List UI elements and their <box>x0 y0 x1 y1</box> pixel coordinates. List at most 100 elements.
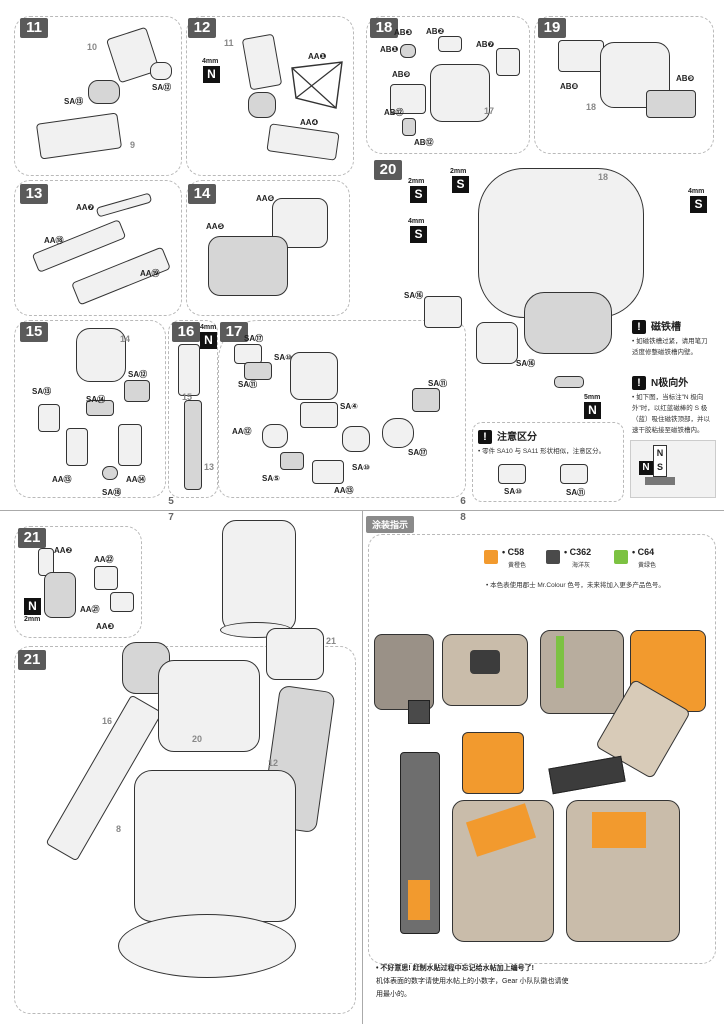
part-label: AA❷ <box>54 546 73 555</box>
part-sa4 <box>300 402 338 428</box>
step-number: 17 <box>220 322 248 342</box>
s-pole-badge: S <box>410 186 427 203</box>
part-number: 14 <box>120 334 131 344</box>
part-arm-joint <box>88 80 120 104</box>
part-label: SA⑬ <box>32 387 52 396</box>
part-label: SA⑩ <box>274 353 292 362</box>
part-label: AA⑫ <box>232 427 252 436</box>
part-label: AB❼ <box>476 40 495 49</box>
color-name: 海洋灰 <box>572 563 591 569</box>
part-sa17 <box>234 344 262 364</box>
step-number: 11 <box>20 18 48 38</box>
paint-guide-title: 涂装指示 <box>366 516 415 533</box>
part-number: 21 <box>326 636 337 646</box>
step-number: 14 <box>188 184 216 204</box>
color-code: • C362 <box>564 547 592 557</box>
magnet-n-letter: N <box>656 448 664 458</box>
part-number: 9 <box>130 140 136 150</box>
part-aa22 <box>94 566 118 590</box>
part-sa18 <box>102 466 118 480</box>
color-swatch-c58 <box>484 550 498 564</box>
n-pole-badge: N <box>200 332 217 349</box>
part-number: 13 <box>204 462 215 472</box>
color-code: • C64 <box>632 547 655 557</box>
completed-robot-preview <box>222 520 296 632</box>
part-label: AB❾ <box>676 74 695 83</box>
step-number: 15 <box>20 322 48 342</box>
part-label: AB❽ <box>560 82 579 91</box>
part-number: 17 <box>484 106 495 116</box>
vertical-divider <box>362 510 363 1024</box>
part-number: 16 <box>102 716 113 726</box>
n-pole-badge: N <box>24 598 41 615</box>
color-swatch-c64 <box>614 550 628 564</box>
part-sa10-compare <box>498 464 526 484</box>
part-hip-block <box>44 572 76 618</box>
page-number: 5 <box>168 496 174 507</box>
part-sa13 <box>38 404 60 432</box>
part-label: AB❷ <box>426 27 445 36</box>
part-number: 10 <box>87 42 98 52</box>
part-sa14 <box>86 400 114 416</box>
page-number: 6 <box>460 496 466 507</box>
part-elbow <box>248 92 276 118</box>
part-aa14 <box>118 424 142 466</box>
magnet-size: 4mm <box>688 188 705 195</box>
frame-part-aa1 <box>291 61 343 109</box>
distinguish-note-panel <box>472 422 624 502</box>
part-ab2 <box>438 36 462 52</box>
part-label: AA㉑ <box>80 605 100 614</box>
color-swatch-c362 <box>546 550 560 564</box>
s-pole-badge: S <box>410 226 427 243</box>
part-label: AA❼ <box>76 203 95 212</box>
part-label: SA⑪ <box>566 488 586 497</box>
part-label: SA⑰ <box>244 334 264 343</box>
part-sa5 <box>280 452 304 470</box>
footer-line-1: • 不好意思! 赶制水贴过程中忘记给水帖加上编号了! <box>376 965 535 972</box>
n-pole-title: !N极向外 <box>632 374 688 391</box>
s-pole-badge: S <box>690 196 707 213</box>
n-pole-text: • 如下图，当标注"N 极向外"时，以红蓝磁棒的 S 极（蓝）吸住磁铁顶部，并以… <box>632 394 710 434</box>
part-15 <box>178 344 200 396</box>
painted-part-head-visor <box>470 650 500 674</box>
step-number: 13 <box>20 184 48 204</box>
distinguish-text: • 零件 SA10 与 SA11 形状相似，注意区分。 <box>478 448 606 455</box>
part-shoulder-piece <box>150 62 172 80</box>
part-label: AA⑲ <box>140 269 160 278</box>
magnet-slot-text: • 如磁铁槽过紧，请用笔刀适度修整磁铁槽内壁。 <box>632 338 708 356</box>
painted-part-chest-plate <box>462 732 524 794</box>
page-number: 8 <box>460 512 466 523</box>
part-ab8 <box>558 40 604 72</box>
magnet-size: 4mm <box>202 58 219 65</box>
part-sa10-b <box>342 426 370 452</box>
part-label: AB⑫ <box>414 138 434 147</box>
part-aa3 <box>110 592 134 612</box>
part-number: 15 <box>182 392 193 402</box>
warning-icon: ! <box>478 430 492 445</box>
part-label: AA❺ <box>206 222 225 231</box>
part-label: AA❸ <box>96 622 115 631</box>
magnet-size: 2mm <box>450 168 467 175</box>
part-number: 20 <box>192 734 203 744</box>
part-label: AA❶ <box>308 52 327 61</box>
part-label: AA⑱ <box>44 236 64 245</box>
part-label: SA④ <box>340 402 358 411</box>
n-pole-badge: N <box>584 402 601 419</box>
part-ab7 <box>496 48 520 76</box>
step-number: 19 <box>538 18 566 38</box>
painted-part-hand <box>408 700 430 724</box>
page-number: 7 <box>168 512 174 523</box>
warning-icon: ! <box>632 320 646 335</box>
paint-footer-note: • 不好意思! 赶制水贴过程中忘记给水帖加上编号了! 机体表面的数字请使用水帖上… <box>376 962 706 1001</box>
part-label: SA⑩ <box>504 487 522 496</box>
part-number: 8 <box>116 824 122 834</box>
part-aa13-b <box>312 460 344 484</box>
part-ab9 <box>390 84 426 114</box>
part-sa11-compare <box>560 464 588 484</box>
magnet-size: 2mm <box>24 616 41 623</box>
part-label: SA⑯ <box>516 359 536 368</box>
part-aa13 <box>66 428 88 466</box>
n-pole-badge: N <box>203 66 220 83</box>
part-label: AA⑬ <box>52 475 72 484</box>
